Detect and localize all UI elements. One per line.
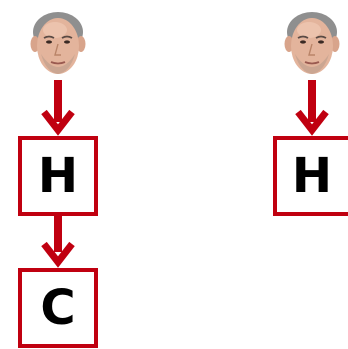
node-c-left: C <box>18 268 98 348</box>
node-h-right: H <box>273 136 348 216</box>
node-label: C <box>40 280 75 336</box>
figure-left: H C <box>18 11 98 348</box>
bald-man-face-icon <box>283 11 341 75</box>
bald-man-face-icon <box>29 11 87 75</box>
node-h-left: H <box>18 136 98 216</box>
arrow-avatar-to-h <box>41 80 75 136</box>
figure-right: H <box>273 11 348 216</box>
node-label: H <box>38 148 78 204</box>
arrow-avatar-to-h <box>295 80 329 136</box>
node-label: H <box>292 148 332 204</box>
arrow-h-to-c <box>41 216 75 268</box>
